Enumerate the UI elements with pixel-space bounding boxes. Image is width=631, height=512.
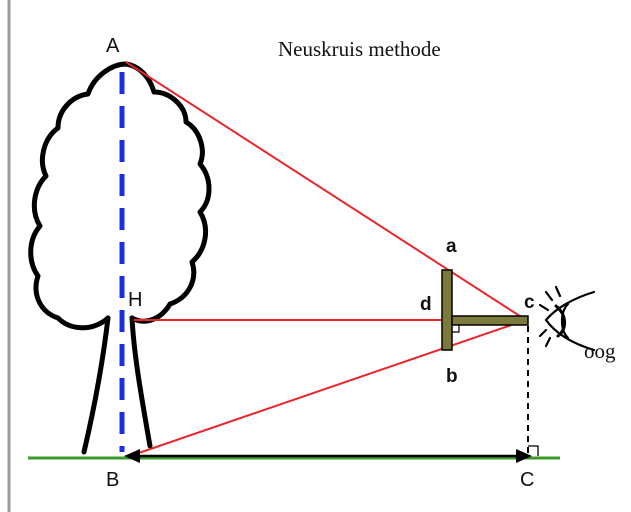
point-label-c: c: [524, 292, 535, 313]
sight-line-top: [125, 61, 527, 321]
distance-arrow: [124, 449, 532, 463]
diagram-title: Neuskruis methode: [278, 37, 441, 61]
point-label-a: a: [446, 236, 457, 257]
point-label-b: b: [446, 366, 458, 387]
eye-label: oog: [584, 339, 616, 363]
cross-staff-vertical: [441, 269, 453, 351]
cross-staff-icon: [441, 269, 529, 351]
point-label-H: H: [128, 289, 142, 311]
point-label-d: d: [420, 294, 432, 315]
point-label-B: B: [106, 469, 119, 491]
eye-icon: [538, 285, 596, 352]
point-label-C: C: [520, 469, 534, 491]
right-angle-icon: [452, 325, 460, 333]
sight-line-bottom: [129, 319, 527, 457]
point-label-A: A: [106, 35, 120, 57]
cross-staff-horizontal: [451, 315, 529, 326]
tree-outline-icon: [28, 61, 212, 455]
right-angle-icon: [528, 445, 539, 456]
